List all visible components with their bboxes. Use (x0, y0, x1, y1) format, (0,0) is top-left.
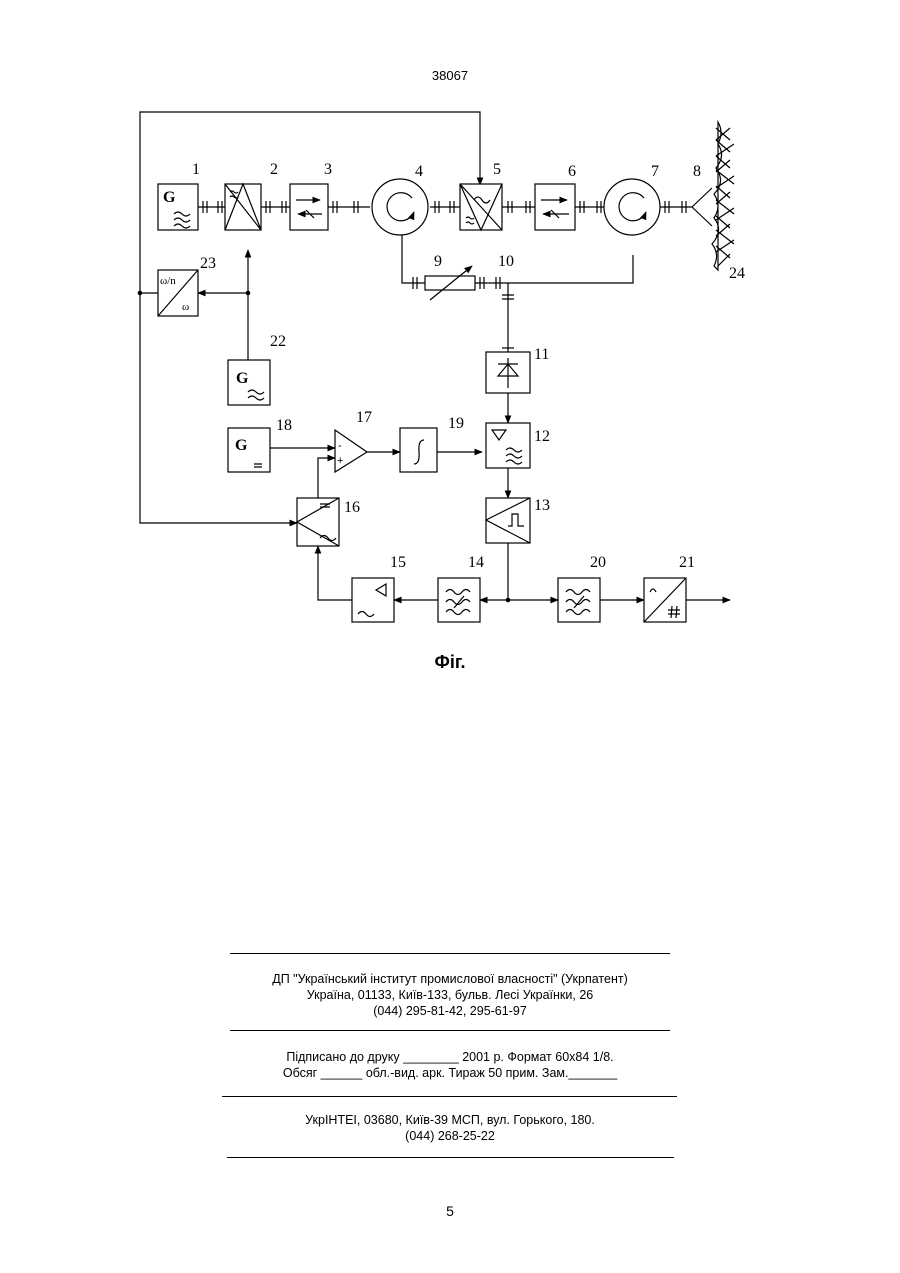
block-19-integrator (400, 428, 437, 472)
label-2: 2 (270, 161, 278, 178)
block-5-modulator (460, 184, 502, 230)
label-3: 3 (324, 161, 332, 178)
label-12: 12 (534, 428, 550, 445)
block-18-dc-generator: G (228, 428, 270, 472)
label-14: 14 (468, 554, 484, 571)
imprint-printer-address: УкрІНТЕІ, 03680, Київ-39 МСП, вул. Горьк… (0, 1112, 900, 1128)
label-1: 1 (192, 161, 200, 178)
label-8: 8 (693, 163, 701, 180)
label-9: 9 (434, 253, 442, 270)
svg-text:ω/n: ω/n (160, 275, 176, 287)
block-1-microwave-generator: G (158, 184, 198, 230)
imprint-publisher-address: Україна, 01133, Київ-133, бульв. Лесі Ук… (0, 987, 900, 1003)
block-9-variable-attenuator (425, 266, 475, 300)
block-diagram-figure: G (130, 100, 750, 630)
block-24-object-surface (712, 122, 734, 270)
label-7: 7 (651, 163, 659, 180)
label-15: 15 (390, 554, 406, 571)
block-17-differential-amplifier: - + (335, 430, 367, 472)
block-20-filter (558, 578, 600, 622)
imprint-publisher-name: ДП "Український інститут промислової вла… (0, 971, 900, 987)
label-11: 11 (534, 346, 549, 363)
label-10: 10 (498, 253, 514, 270)
block-16-phase-detector (297, 498, 339, 546)
block-3-isolator (290, 184, 328, 230)
imprint-printer-phone: (044) 268-25-22 (0, 1128, 900, 1144)
block-8-antenna (692, 188, 712, 226)
block-13-pulse-shaper (486, 498, 530, 543)
imprint-volume-run: Обсяг ______ обл.-вид. арк. Тираж 50 при… (0, 1065, 900, 1081)
block-21-adc (644, 578, 686, 622)
block-11-detector (486, 352, 530, 393)
svg-text:G: G (236, 370, 249, 387)
label-13: 13 (534, 497, 550, 514)
block-diagram: G (130, 100, 750, 630)
label-19: 19 (448, 415, 464, 432)
imprint-printer: УкрІНТЕІ, 03680, Київ-39 МСП, вул. Горьк… (0, 1112, 900, 1144)
imprint-publisher: ДП "Український інститут промислової вла… (0, 971, 900, 1019)
label-6: 6 (568, 163, 576, 180)
svg-text:G: G (235, 437, 248, 454)
label-21: 21 (679, 554, 695, 571)
svg-text:ω: ω (182, 301, 189, 313)
svg-text:+: + (337, 455, 343, 467)
label-24: 24 (729, 265, 745, 282)
block-14-filter (438, 578, 480, 622)
label-16: 16 (344, 499, 360, 516)
label-18: 18 (276, 417, 292, 434)
label-22: 22 (270, 333, 286, 350)
label-4: 4 (415, 163, 423, 180)
junction-dots (138, 291, 511, 603)
label-5: 5 (493, 161, 501, 178)
label-20: 20 (590, 554, 606, 571)
label-23: 23 (200, 255, 216, 272)
block-6-isolator (535, 184, 575, 230)
block-12-amplifier (486, 423, 530, 468)
svg-text:-: - (338, 440, 342, 452)
divider-4 (227, 1157, 674, 1158)
imprint-print-info: Підписано до друку ________ 2001 р. Форм… (0, 1049, 900, 1081)
block-15-amplifier (352, 578, 394, 622)
divider-3 (222, 1096, 677, 1097)
figure-caption: Фіг. (0, 652, 900, 673)
block-23-frequency-divider: ω/n ω (158, 270, 198, 316)
block-7-circulator (604, 179, 660, 235)
imprint-publisher-phone: (044) 295-81-42, 295-61-97 (0, 1003, 900, 1019)
page-number-top: 38067 (0, 68, 900, 83)
imprint-signed-format: Підписано до друку ________ 2001 р. Форм… (0, 1049, 900, 1065)
block-22-generator: G (228, 360, 270, 405)
divider-1 (230, 953, 670, 954)
svg-text:G: G (163, 189, 176, 206)
block-4-circulator (372, 179, 428, 235)
block-2-modulator (225, 184, 261, 230)
page-number-bottom: 5 (0, 1203, 900, 1219)
divider-2 (230, 1030, 670, 1031)
label-17: 17 (356, 409, 372, 426)
